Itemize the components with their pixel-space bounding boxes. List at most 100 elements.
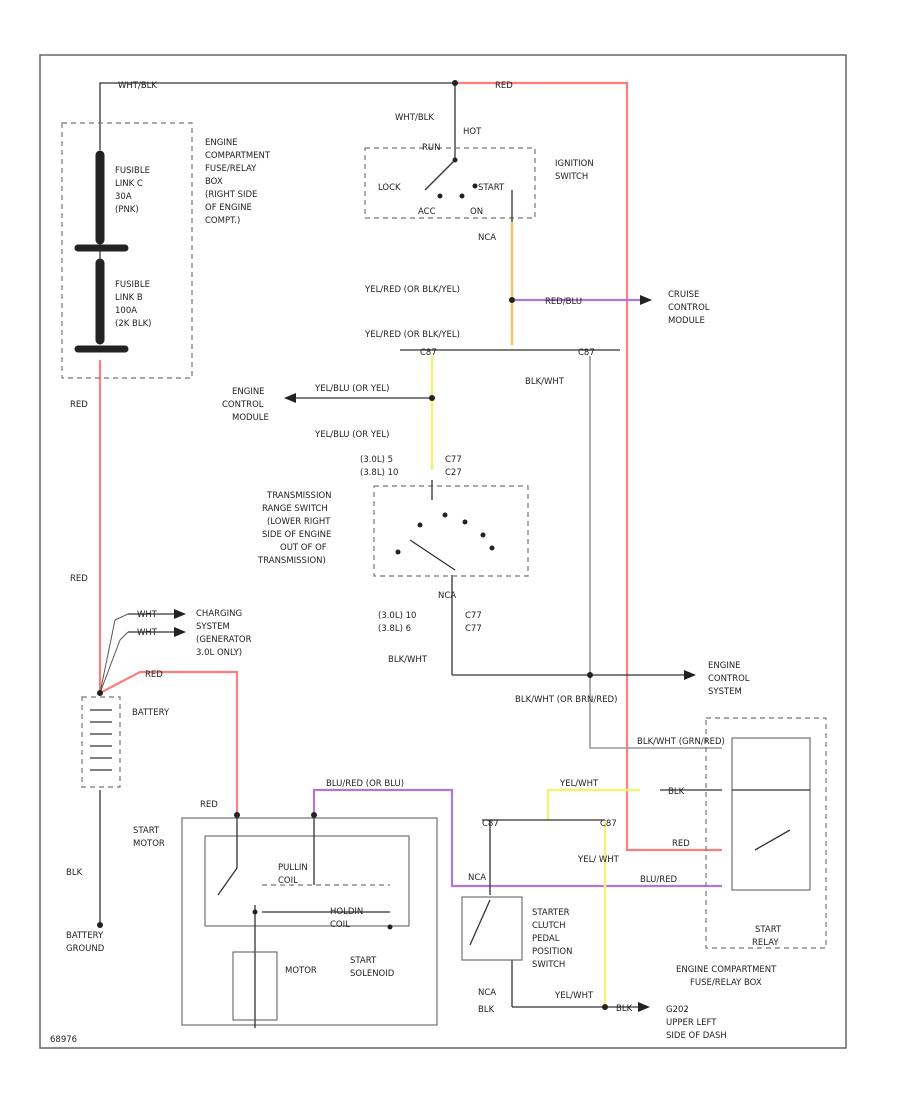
charging-label: SYSTEM [196,622,230,632]
splice [509,297,515,303]
start-relay [705,717,827,949]
trans-terminal [480,532,486,538]
ign-terminal [459,193,465,199]
clutch-switch-label: STARTER [532,908,570,918]
arrow-g202 [638,1002,650,1012]
wire-label: RED [145,670,163,680]
trans-range-label: RANGE SWITCH [262,504,328,514]
fuse-box-label: BOX [205,177,223,187]
clutch-switch-label: CLUTCH [532,921,566,931]
trans-arm [409,539,456,571]
trans-range-switch [373,480,529,577]
component-labels: ENGINE COMPARTMENT FUSE/RELAY BOX (RIGHT… [50,127,782,1045]
wire-label: WHT/BLK [118,81,157,91]
trans-pin-label: C77 [465,624,482,634]
charging-feed-2 [99,631,129,694]
start-relay-label: RELAY [752,938,779,948]
ecs-label: CONTROL [708,674,750,684]
charging-label: CHARGING [196,609,242,619]
cruise-module-label: CRUISE [668,290,699,300]
wire-label: BLK [478,1005,495,1015]
arrow-charging-2 [174,627,186,637]
splice-dots [97,80,608,1010]
ignition-switch-label: SWITCH [555,172,588,182]
fusible-link-b-label: FUSIBLE [115,280,150,290]
holdin-coil-label: HOLDIN [330,907,363,917]
arrow-ecm-left [284,393,296,403]
arrow-cruise [640,295,652,305]
wire-label: RED [495,81,513,91]
fuse-box-label: ENGINE [205,138,238,148]
trans-range-label: (LOWER RIGHT [267,517,331,527]
connector-label: C87 [578,348,595,358]
ign-terminal [472,183,478,189]
nca-label: NCA [438,591,456,601]
trans-terminal [395,549,401,555]
motor-terminal [252,909,258,915]
colored-wires [98,81,722,1007]
clutch-switch-label: SWITCH [532,960,565,970]
fusible-link-c-label: 30A [115,192,132,202]
trans-range-outline [373,485,529,577]
charging-label: (GENERATOR [196,635,252,645]
battery-ground-label: BATTERY [66,931,104,941]
wire-label: RED [200,800,218,810]
ecm-left-label: MODULE [232,413,269,423]
fusible-link-c-label: (PNK) [115,205,139,215]
trans-range-label: SIDE OF ENGINE [262,530,331,540]
battery-symbol [81,696,121,788]
wire-label: YEL/WHT [559,779,599,789]
connector-label: C87 [420,348,437,358]
cruise-module-label: MODULE [668,316,705,326]
g202-label: UPPER LEFT [666,1018,717,1028]
motor-switch-arm [217,867,238,896]
charging-feed [99,613,129,694]
motor-label: MOTOR [285,966,317,976]
diagram-frame [39,54,847,1049]
fuse-box-bottom-label: FUSE/RELAY BOX [690,978,762,988]
wire-label: RED [70,574,88,584]
relay-contact [754,829,791,851]
wire-label: BLK/WHT [525,377,565,387]
fuse-box-label: (RIGHT SIDE [205,190,257,200]
wire-label: YEL/BLU (OR YEL) [314,384,389,394]
fusible-link-b-label: LINK B [115,293,143,303]
trans-pin-label: C27 [445,468,462,478]
splice [97,690,103,696]
charging-label: 3.0L ONLY) [196,648,242,658]
start-motor-label: START [133,826,160,836]
connector-label: C87 [482,819,499,829]
wire-label: YEL/BLU (OR YEL) [314,430,389,440]
ignition-switch-outline [364,147,536,219]
start-solenoid-label: SOLENOID [350,969,395,979]
figure-id: 68976 [50,1035,77,1045]
fusible-link-c-label: LINK C [115,179,143,189]
ign-pin-label: ACC [418,207,436,217]
ignition-contact [424,159,456,191]
trans-pin-label: (3.8L) 10 [360,468,398,478]
trans-pin-label: (3.8L) 6 [378,624,411,634]
trans-terminal [489,545,495,551]
fuse-box-label: COMPARTMENT [205,151,271,161]
nca-label: NCA [478,233,496,243]
start-relay-label: START [755,925,782,935]
pullin-coil-label: COIL [278,876,298,886]
relay-outline [731,737,811,891]
ecm-left-label: CONTROL [222,400,264,410]
trans-terminal [442,512,448,518]
splice [429,395,435,401]
start-motor-label: MOTOR [133,839,165,849]
ecm-left-label: ENGINE [232,387,265,397]
wire-label: BLK [66,868,83,878]
fuse-box-left [61,122,193,379]
ign-terminal [437,193,443,199]
battery-label: BATTERY [132,708,170,718]
fuse-box-label: OF ENGINE [205,203,252,213]
wire-label: RED [70,400,88,410]
motor-terminal [387,924,393,930]
wire-label: BLU/RED [640,875,678,885]
wire-label: BLK [616,1004,633,1014]
wire-label: WHT [137,628,158,638]
start-motor [181,815,438,1028]
